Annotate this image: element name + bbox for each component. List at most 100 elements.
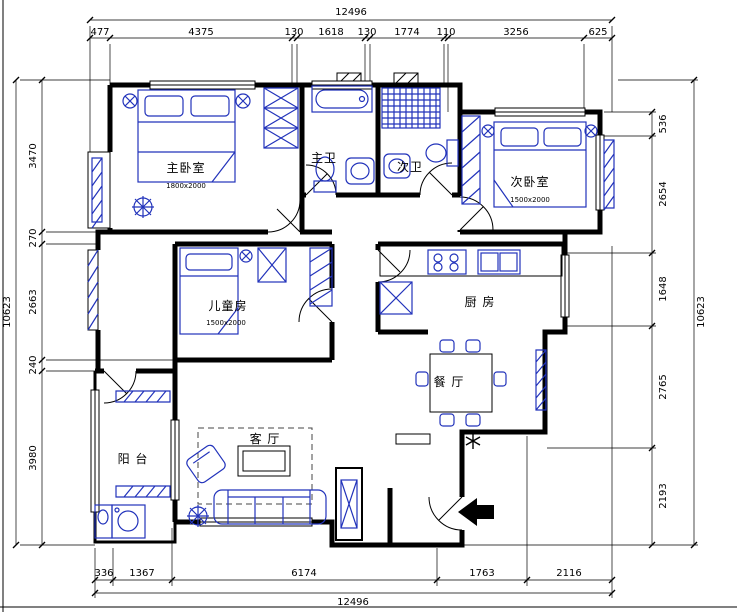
window: [199, 517, 313, 527]
wardrobe: [263, 87, 299, 149]
dim-label: 625: [588, 27, 607, 38]
walls: [87, 72, 603, 548]
radiator: [115, 390, 171, 403]
coffee-table: [237, 445, 291, 477]
toilet: [313, 156, 337, 193]
dimension-chain-bottom: 336 1367 6174 1763 2116 12496: [91, 246, 616, 608]
dim-label: 2654: [658, 181, 669, 206]
rug: [197, 427, 313, 505]
wardrobe: [309, 247, 333, 307]
sink: [345, 157, 375, 185]
window: [90, 389, 100, 513]
room-label: 厨 房: [465, 294, 496, 309]
toilet: [425, 139, 459, 167]
dimension-chain-right: 536 2654 1648 2765 2193 10623: [464, 76, 707, 549]
bathtub: [311, 85, 373, 113]
radiator: [603, 139, 615, 211]
dim-total: 10623: [2, 296, 13, 328]
armchair: [186, 444, 226, 484]
sliding-door: [170, 419, 180, 501]
window-bays: [87, 151, 111, 331]
bedside-lamp: [239, 249, 253, 263]
washing-machine: [111, 504, 146, 539]
master-bed: [137, 89, 236, 183]
tv-cabinet: [335, 467, 363, 541]
dim-label: 110: [436, 27, 455, 38]
window: [560, 254, 570, 318]
plant: [132, 196, 154, 218]
dim-label: 2193: [658, 483, 669, 508]
hvac-snowflake-icon: [465, 433, 481, 449]
stove: [427, 249, 467, 275]
dim-label: 3980: [28, 445, 39, 470]
window: [494, 107, 586, 117]
wardrobe: [461, 115, 481, 205]
windows: [90, 80, 605, 527]
bedside-lamp: [584, 124, 598, 138]
bed: [493, 121, 587, 208]
radiator: [115, 485, 171, 498]
dim-total: 12496: [335, 7, 367, 18]
door-swings: [103, 162, 494, 531]
dim-label: 4375: [188, 27, 213, 38]
dimension-chain-left: 3470 270 2663 240 3980 10623: [2, 76, 175, 549]
room-size-label: 1500x2000: [206, 319, 246, 327]
dim-label: 1618: [318, 27, 343, 38]
sofa: [213, 489, 327, 525]
wardrobe: [257, 247, 287, 283]
dim-label: 1763: [469, 568, 494, 579]
dim-label: 130: [357, 27, 376, 38]
dim-label: 2663: [28, 289, 39, 314]
room-label: 客 厅: [250, 431, 281, 446]
window: [311, 80, 373, 90]
room-label: 餐 厅: [434, 374, 465, 389]
room-size-label: 1500x2000: [510, 196, 550, 204]
bedside-lamp: [481, 124, 495, 138]
radiator: [87, 249, 99, 331]
window: [149, 80, 256, 90]
dim-label: 536: [658, 114, 669, 133]
dim-total: 10623: [696, 296, 707, 328]
room-label: 次卫: [397, 160, 423, 174]
fridge: [379, 281, 413, 315]
window: [595, 134, 605, 211]
dim-label: 1774: [394, 27, 419, 38]
dim-label: 2765: [658, 374, 669, 399]
bedside-lamp: [122, 93, 138, 109]
kitchen-sink: [477, 249, 521, 275]
room-label: 阳 台: [118, 451, 149, 466]
room-label: 次卧室: [510, 174, 549, 189]
radiator: [91, 157, 103, 229]
dim-label: 240: [28, 355, 39, 374]
sink: [383, 153, 411, 179]
dining-chairs: [415, 339, 507, 427]
entry-arrow-icon: [458, 498, 494, 526]
dimension-chain-top: 12496 477 4375 130 1618 130 1774 110 325…: [86, 7, 616, 152]
shoe-cabinet: [395, 433, 431, 445]
radiator: [535, 349, 547, 411]
room-size-label: 1800x2000: [166, 182, 206, 190]
room-label: 儿童房: [208, 298, 247, 313]
plant: [187, 505, 209, 527]
balcony-sink: [94, 504, 113, 539]
dim-label: 3470: [28, 143, 39, 168]
dim-label: 270: [28, 228, 39, 247]
room-label: 主卫: [311, 151, 337, 165]
dim-total: 12496: [337, 597, 369, 608]
dim-label: 3256: [503, 27, 528, 38]
dim-label: 6174: [291, 568, 316, 579]
dim-label: 2116: [556, 568, 581, 579]
room-labels: 主卧室 1800x2000 主卫 次卫 次卧室 1500x2000 儿童房 15…: [118, 151, 550, 466]
bedside-lamp: [235, 93, 251, 109]
dim-label: 477: [90, 27, 109, 38]
dim-label: 130: [284, 27, 303, 38]
radiators: [87, 139, 615, 498]
bed: [179, 247, 239, 335]
kitchen-counter: [379, 245, 563, 277]
room-label: 主卧室: [166, 160, 205, 175]
dim-label: 1367: [129, 568, 154, 579]
dim-label: 336: [94, 568, 113, 579]
dim-label: 1648: [658, 276, 669, 301]
